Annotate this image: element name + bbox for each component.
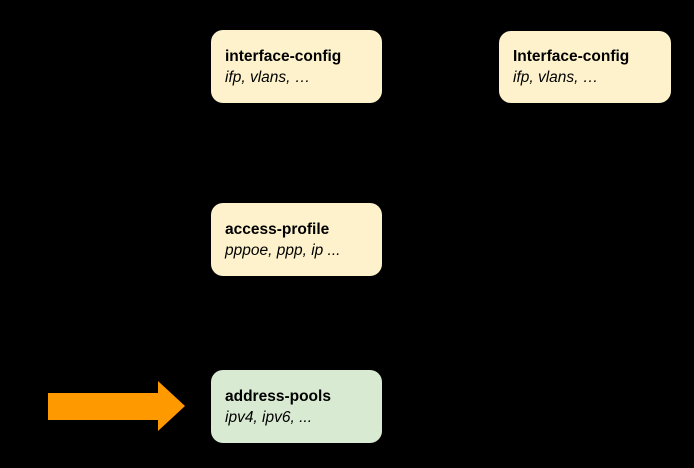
arrow-shaft bbox=[48, 393, 158, 420]
node-address-pools: address-pools ipv4, ipv6, ... bbox=[211, 370, 382, 443]
node-title: Interface-config bbox=[513, 48, 630, 65]
node-interface-config: interface-config ifp, vlans, … bbox=[211, 30, 382, 103]
highlight-arrow-icon bbox=[48, 381, 185, 432]
node-subtitle: ipv4, ipv6, ... bbox=[225, 408, 313, 426]
node-subtitle: pppoe, ppp, ip ... bbox=[225, 241, 341, 259]
node-title: access-profile bbox=[225, 220, 330, 238]
node-title: address-pools bbox=[225, 387, 331, 405]
node-subtitle: ifp, vlans, … bbox=[225, 68, 311, 86]
node-access-profile: access-profile pppoe, ppp, ip ... bbox=[211, 203, 382, 276]
node-interface-config-right: Interface-config ifp, vlans, … bbox=[499, 31, 671, 103]
arrow-head bbox=[158, 381, 185, 431]
node-title: interface-config bbox=[225, 47, 342, 65]
node-subtitle: ifp, vlans, … bbox=[513, 69, 599, 86]
